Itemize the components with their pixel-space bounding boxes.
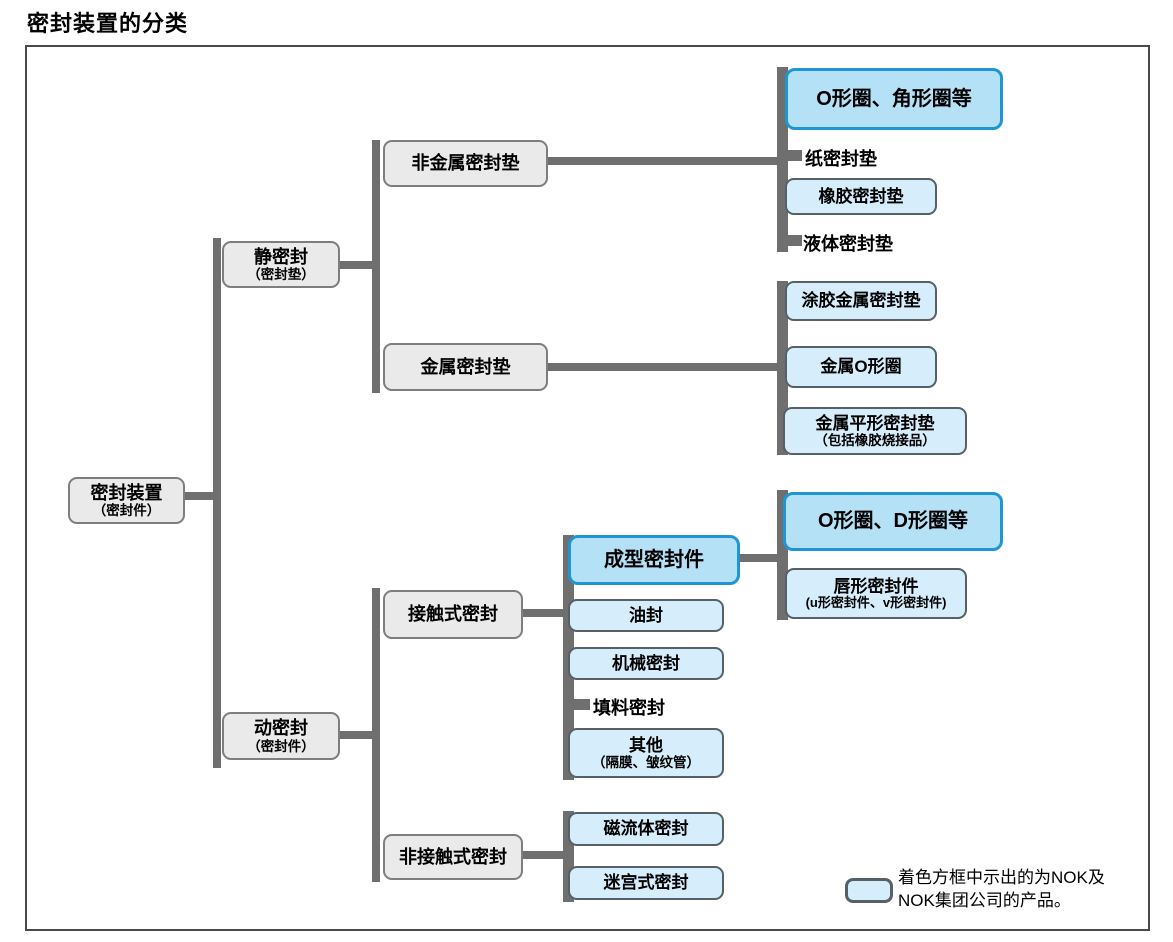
node-oring-dring: O形圈、D形圈等 [783, 492, 1003, 551]
node-rubber-gasket-label: 橡胶密封垫 [818, 186, 904, 206]
node-lip-seal-label: 唇形密封件 [833, 576, 919, 596]
node-magnetic-fluid-seal: 磁流体密封 [568, 812, 724, 846]
node-metal-flat-gasket-label: 金属平形密封垫 [815, 413, 935, 433]
node-nonmetal-gasket: 非金属密封垫 [383, 140, 548, 187]
connector-nonmetal-children-v [777, 67, 788, 252]
node-magnetic-fluid-seal-label: 磁流体密封 [603, 819, 689, 839]
legend-text-line2: NOK集团公司的产品。 [898, 891, 1071, 910]
connector-static-h [336, 261, 376, 269]
node-dynamic-seal: 动密封 （密封件） [222, 712, 340, 760]
connector-noncontact-h [521, 851, 565, 859]
node-metal-oring-label: 金属O形圈 [820, 357, 902, 377]
node-oring-corner-ring: O形圈、角形圈等 [785, 68, 1003, 130]
connector-metal-children-v [777, 281, 788, 455]
node-contact-seal-label: 接触式密封 [408, 604, 498, 625]
legend-text-line1: 着色方框中示出的为NOK及 [898, 868, 1105, 887]
node-oring-dring-label: O形圈、D形圈等 [818, 510, 968, 533]
node-rubber-gasket: 橡胶密封垫 [785, 178, 937, 215]
connector-contact-h [520, 609, 565, 617]
node-root-sub: （密封件） [92, 503, 161, 519]
node-oring-corner-ring-label: O形圈、角形圈等 [816, 87, 972, 110]
node-molded-seal: 成型密封件 [568, 535, 740, 585]
node-lip-seal: 唇形密封件 (u形密封件、v形密封件) [785, 568, 967, 619]
connector-trunk-root [213, 238, 221, 768]
node-molded-seal-label: 成型密封件 [604, 548, 704, 571]
node-packing-seal: 填料密封 [593, 698, 665, 718]
node-metal-oring: 金属O形圈 [785, 346, 937, 388]
node-metal-gasket-label: 金属密封垫 [420, 356, 511, 377]
node-liquid-gasket: 液体密封垫 [803, 234, 893, 254]
legend-color-swatch [845, 878, 893, 903]
node-static-seal-sub: （密封垫） [247, 267, 315, 283]
node-nonmetal-gasket-label: 非金属密封垫 [411, 153, 520, 174]
node-dynamic-seal-sub: （密封件） [247, 738, 315, 754]
connector-molded-h [738, 554, 779, 562]
node-oil-seal-label: 油封 [629, 605, 663, 625]
connector-dynamic-children-v [372, 588, 380, 882]
node-root-label: 密封装置 [90, 482, 163, 503]
node-others-label: 其他 [629, 735, 663, 755]
node-mechanical-seal: 机械密封 [568, 647, 724, 680]
connector-liquid-stub [786, 235, 802, 246]
node-oil-seal: 油封 [568, 599, 724, 632]
connector-metal-h [546, 363, 778, 371]
node-noncontact-seal: 非接触式密封 [383, 834, 523, 880]
connector-packing-stub [572, 699, 590, 710]
node-metal-flat-gasket-sub: （包括橡胶烧接品） [814, 432, 936, 448]
node-static-seal-label: 静密封 [254, 246, 308, 267]
connector-dynamic-h [336, 731, 376, 739]
node-coated-metal-gasket-label: 涂胶金属密封垫 [801, 291, 921, 311]
node-lip-seal-sub: (u形密封件、v形密封件) [805, 594, 947, 610]
node-coated-metal-gasket: 涂胶金属密封垫 [785, 281, 937, 321]
connector-static-children-v [372, 140, 380, 393]
node-labyrinth-seal: 迷宫式密封 [568, 866, 724, 900]
connector-noncontact-children-v [563, 811, 574, 902]
node-labyrinth-seal-label: 迷宫式密封 [603, 873, 689, 893]
node-root: 密封装置 （密封件） [68, 477, 185, 524]
node-mechanical-seal-label: 机械密封 [612, 653, 680, 673]
diagram-frame [25, 45, 1150, 931]
legend-text: 着色方框中示出的为NOK及 NOK集团公司的产品。 [898, 866, 1105, 912]
node-contact-seal: 接触式密封 [383, 590, 523, 639]
node-metal-flat-gasket: 金属平形密封垫 （包括橡胶烧接品） [783, 407, 967, 455]
connector-root-h [183, 492, 215, 500]
node-metal-gasket: 金属密封垫 [383, 343, 548, 391]
node-paper-gasket: 纸密封垫 [805, 149, 877, 169]
connector-molded-children-v [777, 490, 788, 620]
node-others: 其他 （隔膜、皱纹管） [568, 728, 724, 778]
connector-nonmetal-h [546, 157, 778, 165]
node-static-seal: 静密封 （密封垫） [222, 241, 340, 288]
page-title: 密封装置的分类 [27, 11, 189, 36]
node-noncontact-seal-label: 非接触式密封 [399, 846, 507, 867]
node-others-sub: （隔膜、皱纹管） [592, 754, 700, 770]
connector-paper-stub [786, 150, 802, 161]
node-dynamic-seal-label: 动密封 [254, 718, 308, 739]
